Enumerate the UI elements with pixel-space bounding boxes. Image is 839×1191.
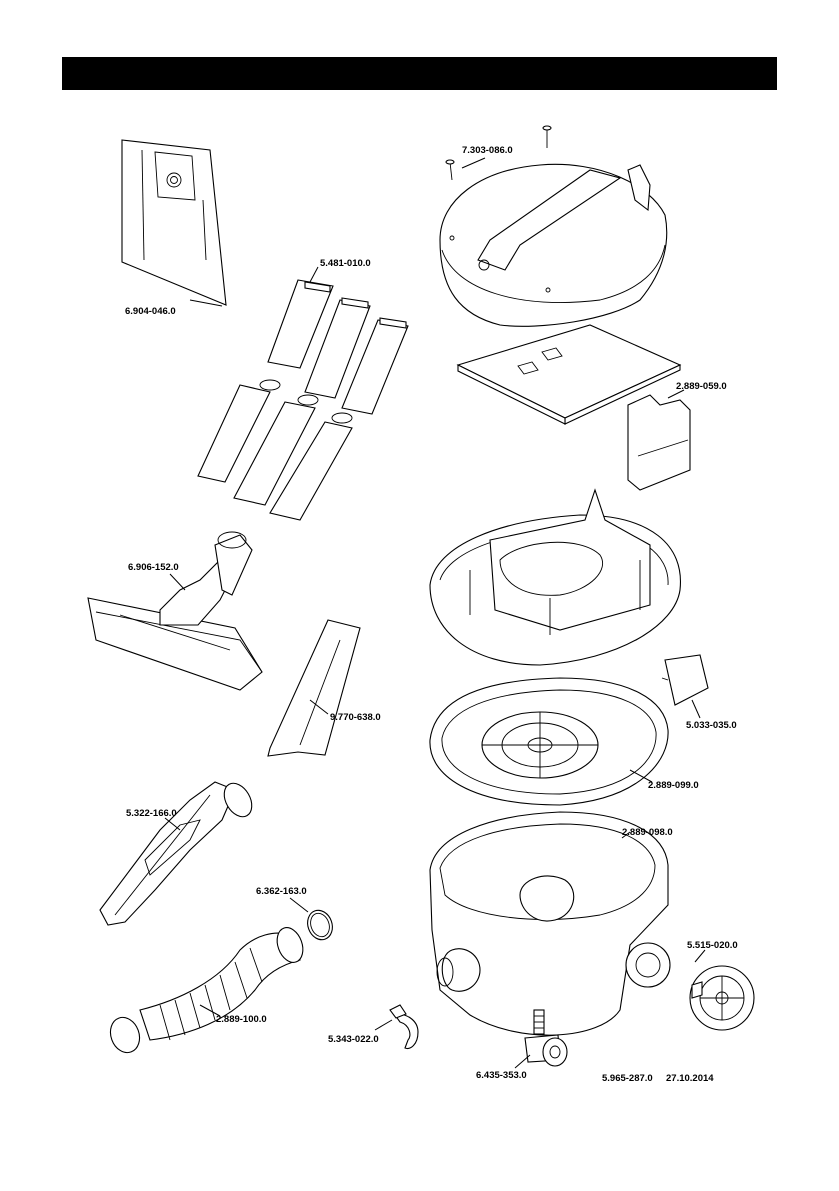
dust-bag-drawing [121, 139, 227, 306]
part-label: 7.303-086.0 [462, 145, 513, 156]
filter-plate-drawing [456, 324, 691, 491]
motor-head-drawing [439, 163, 668, 327]
part-label: 5.322-166.0 [126, 808, 177, 819]
part-label: 5.515-020.0 [687, 940, 738, 951]
header-bar [62, 57, 777, 90]
crevice-tool-drawing [267, 619, 361, 757]
floor-nozzle-drawing [87, 531, 263, 691]
part-label: 2.889-100.0 [216, 1014, 267, 1025]
filter-cage-drawing [429, 488, 681, 666]
suction-bend-drawing [99, 781, 253, 926]
part-label: 6.906-152.0 [128, 562, 179, 573]
filter-bags-drawing [197, 279, 409, 521]
part-label: 2.889-059.0 [676, 381, 727, 392]
flap-drawing [661, 654, 709, 706]
clip-drawing [389, 1004, 419, 1049]
part-label: 2.889-098.0 [622, 827, 673, 838]
part-label: 5.481-010.0 [320, 258, 371, 269]
suction-hose-drawing [109, 927, 304, 1054]
filter-frame-drawing [429, 677, 669, 806]
part-label: 6.362-163.0 [256, 886, 307, 897]
part-label: 6.435-353.0 [476, 1070, 527, 1081]
document-number: 5.965-287.0 [602, 1073, 653, 1084]
wheel-drawing [689, 965, 755, 1031]
part-label: 5.033-035.0 [686, 720, 737, 731]
part-label: 5.343-022.0 [328, 1034, 379, 1045]
o-ring-drawing [307, 909, 333, 941]
dirt-container-drawing [429, 811, 671, 1036]
part-label: 6.904-046.0 [125, 306, 176, 317]
document-date: 27.10.2014 [666, 1073, 714, 1084]
part-label: 2.889-099.0 [648, 780, 699, 791]
part-label: 9.770-638.0 [330, 712, 381, 723]
caster-drawing [524, 1009, 568, 1067]
